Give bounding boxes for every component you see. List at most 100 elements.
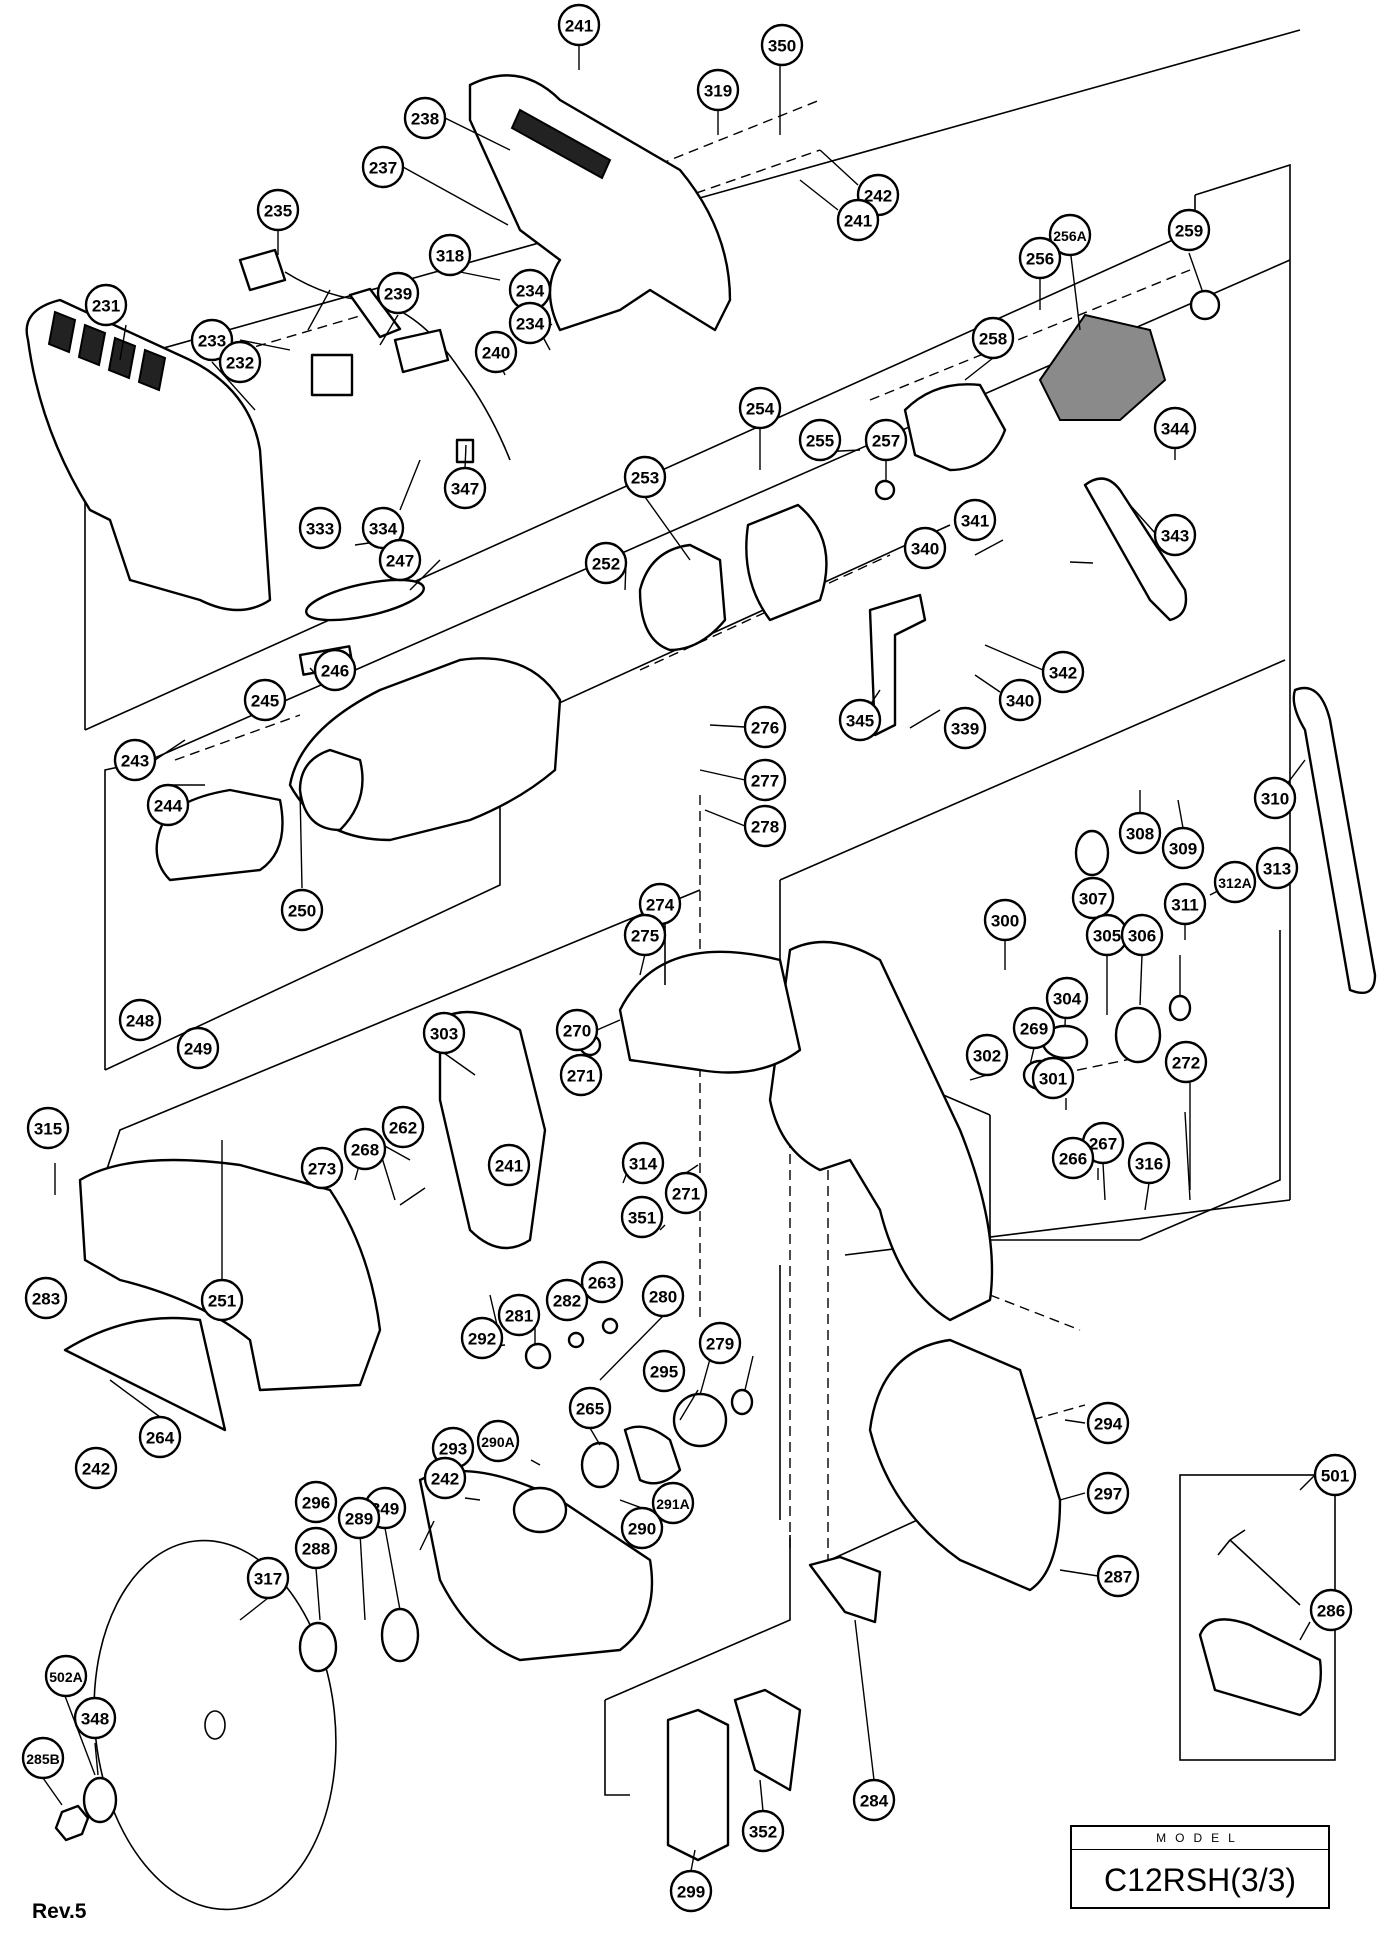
part-callout-249: 249 — [176, 1026, 220, 1070]
callout-number: 304 — [1053, 990, 1082, 1009]
callout-number: 252 — [592, 555, 620, 574]
callout-circle — [474, 330, 518, 374]
callout-number: 257 — [872, 432, 900, 451]
part-callout-256a: 256A — [1048, 213, 1092, 257]
callout-number: 240 — [482, 344, 510, 363]
part-callout-259: 259 — [1167, 208, 1211, 252]
part-callout-245: 245 — [243, 678, 287, 722]
part-callout-252: 252 — [584, 541, 628, 585]
callout-number: 345 — [846, 712, 874, 731]
callout-circle — [24, 1276, 68, 1320]
callout-number: 319 — [704, 82, 732, 101]
callout-number: 284 — [860, 1792, 889, 1811]
callout-circle — [487, 1143, 531, 1187]
part-callout-295: 295 — [642, 1349, 686, 1393]
part-callout-304: 304 — [1045, 976, 1089, 1020]
callout-number: 283 — [32, 1290, 60, 1309]
callout-number: 246 — [321, 662, 349, 681]
callout-number: 276 — [751, 719, 779, 738]
part-callout-232: 232 — [218, 340, 262, 384]
callout-number: 343 — [1161, 527, 1189, 546]
callout-number: 302 — [973, 1047, 1001, 1066]
part-callout-339: 339 — [943, 706, 987, 750]
callout-number: 306 — [1128, 927, 1156, 946]
callout-number: 255 — [806, 432, 834, 451]
part-callout-307: 307 — [1071, 876, 1115, 920]
callout-number: 254 — [746, 400, 775, 419]
field-coil-shape — [638, 543, 727, 652]
callout-number: 334 — [369, 520, 398, 539]
callout-number: 341 — [961, 512, 989, 531]
part-callout-345: 345 — [838, 698, 882, 742]
part-callout-310: 310 — [1253, 776, 1297, 820]
callout-circle — [1120, 913, 1164, 957]
callout-circle — [798, 418, 842, 462]
part-callout-291a: 291A — [651, 1481, 695, 1525]
callout-circle — [476, 1419, 520, 1463]
callout-number: 342 — [1049, 664, 1077, 683]
callout-circle — [1313, 1453, 1357, 1497]
callout-circle — [294, 1526, 338, 1570]
callout-circle — [378, 538, 422, 582]
callout-circle — [1031, 1056, 1075, 1100]
callout-circle — [200, 1278, 244, 1322]
part-callout-250: 250 — [280, 888, 324, 932]
callout-circle — [381, 1105, 425, 1149]
callout-circle — [74, 1446, 118, 1490]
callout-circle — [698, 1321, 742, 1365]
part-callout-237: 237 — [361, 145, 405, 189]
part-callout-502a: 502A — [44, 1654, 88, 1698]
callout-circle — [623, 455, 667, 499]
callout-circle — [146, 783, 190, 827]
part-callout-234: 234 — [508, 268, 552, 312]
callout-number: 237 — [369, 159, 397, 178]
callout-circle — [738, 386, 782, 430]
callout-number: 242 — [82, 1460, 110, 1479]
callout-circle — [836, 198, 880, 242]
part-callout-292: 292 — [460, 1316, 504, 1360]
callout-number: 264 — [146, 1429, 175, 1448]
callout-number: 241 — [495, 1157, 523, 1176]
callout-number: 251 — [208, 1292, 236, 1311]
callout-number: 259 — [1175, 222, 1203, 241]
callout-number: 293 — [439, 1440, 467, 1459]
part-callout-263: 263 — [580, 1260, 624, 1304]
model-code: C12RSH(3/3) — [1103, 1862, 1297, 1898]
callout-number: 313 — [1263, 860, 1291, 879]
callout-number: 318 — [436, 247, 464, 266]
part-callout-344: 344 — [1153, 406, 1197, 450]
part-callout-241: 241 — [557, 3, 601, 47]
part-callout-303: 303 — [422, 1011, 466, 1055]
part-callout-305: 305 — [1085, 913, 1129, 957]
callout-circle — [1045, 976, 1089, 1020]
part-callout-271: 271 — [664, 1171, 708, 1215]
part-callout-313: 313 — [1255, 846, 1299, 890]
housing-half-shape — [25, 298, 272, 612]
callout-circle — [256, 188, 300, 232]
callout-number: 314 — [629, 1155, 658, 1174]
part-callout-241: 241 — [487, 1143, 531, 1187]
part-callout-314: 314 — [621, 1141, 665, 1185]
callout-circle — [743, 804, 787, 848]
callout-number: 278 — [751, 818, 779, 837]
part-callout-347: 347 — [443, 466, 487, 510]
callout-circle — [21, 1736, 65, 1780]
callout-number: 340 — [1006, 692, 1034, 711]
part-callout-350: 350 — [760, 23, 804, 67]
callout-circle — [118, 998, 162, 1042]
part-callout-240: 240 — [474, 330, 518, 374]
callout-circle — [300, 1146, 344, 1190]
callout-number: 235 — [264, 202, 292, 221]
callout-circle — [651, 1481, 695, 1525]
callout-number: 271 — [672, 1185, 700, 1204]
callout-circle — [983, 898, 1027, 942]
callout-circle — [218, 340, 262, 384]
callout-circle — [1096, 1554, 1140, 1598]
callout-number: 294 — [1094, 1415, 1123, 1434]
callout-circle — [337, 1496, 381, 1540]
callout-circle — [555, 1008, 599, 1052]
part-callout-290a: 290A — [476, 1419, 520, 1463]
callout-number: 347 — [451, 480, 479, 499]
part-callout-265: 265 — [568, 1386, 612, 1430]
